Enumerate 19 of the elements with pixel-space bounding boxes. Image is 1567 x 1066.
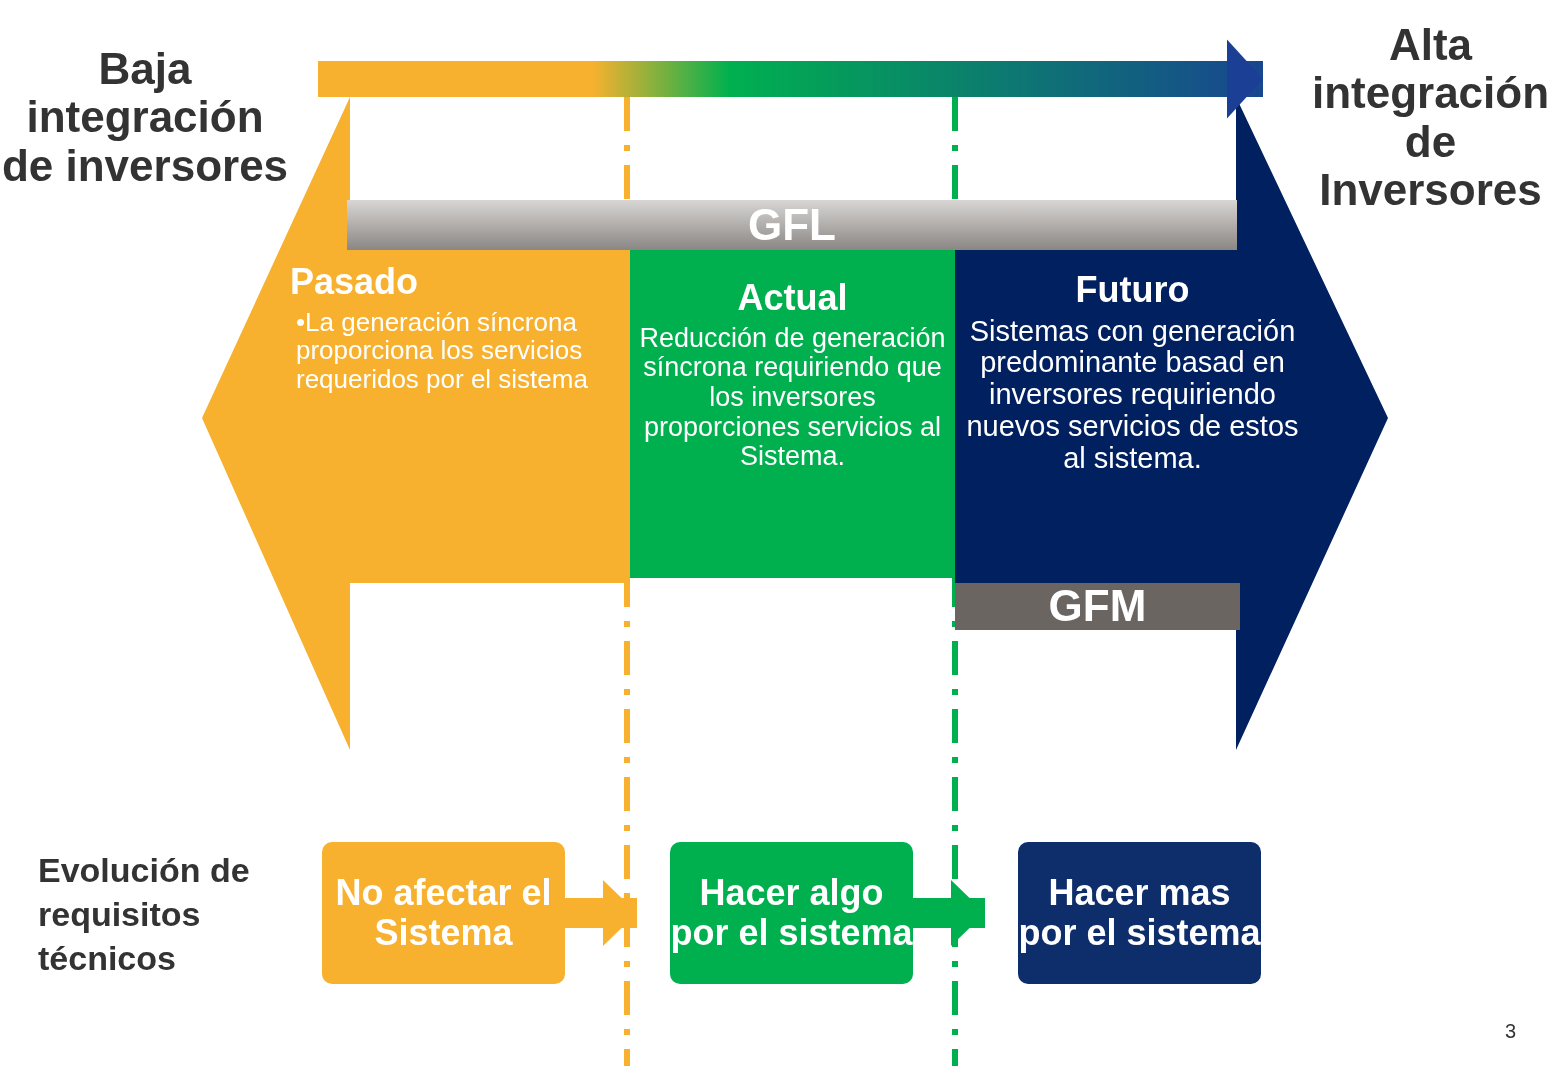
stage-title: Pasado (290, 262, 419, 302)
requirement-box: Hacer mas por el sistema (1018, 842, 1261, 984)
page-number: 3 (1505, 1019, 1518, 1044)
gradient-arrow (318, 39, 1263, 119)
requirement-box: Hacer algo por el sistema (670, 842, 913, 984)
scale-label: Alta integración de Inversores (1298, 5, 1563, 230)
stage-description: •La generación síncrona proporciona los servicios requeridos por el sistema (295, 307, 589, 394)
requirement-box: No afectar el Sistema (322, 842, 565, 984)
stage-panel (630, 250, 955, 578)
stage-title: Futuro (1074, 270, 1191, 310)
stage-description: Reducción de generación síncrona requiriendo que los inversores proporciones servicios al Sistema. (638, 323, 947, 473)
gfm-bar: GFM (955, 583, 1240, 630)
block-arrow (913, 880, 985, 946)
stage-description: Sistemas con generación predominante basad en inversores requiriendo nuevos servicios de estos al sistema. (965, 315, 1300, 476)
scale-label: Baja integración de inversores (0, 5, 290, 230)
block-arrow (565, 880, 637, 946)
side-heading: Evolución de requisitos técnicos (38, 850, 251, 980)
gfl-bar: GFL (347, 200, 1237, 250)
stage-title: Actual (737, 278, 848, 318)
